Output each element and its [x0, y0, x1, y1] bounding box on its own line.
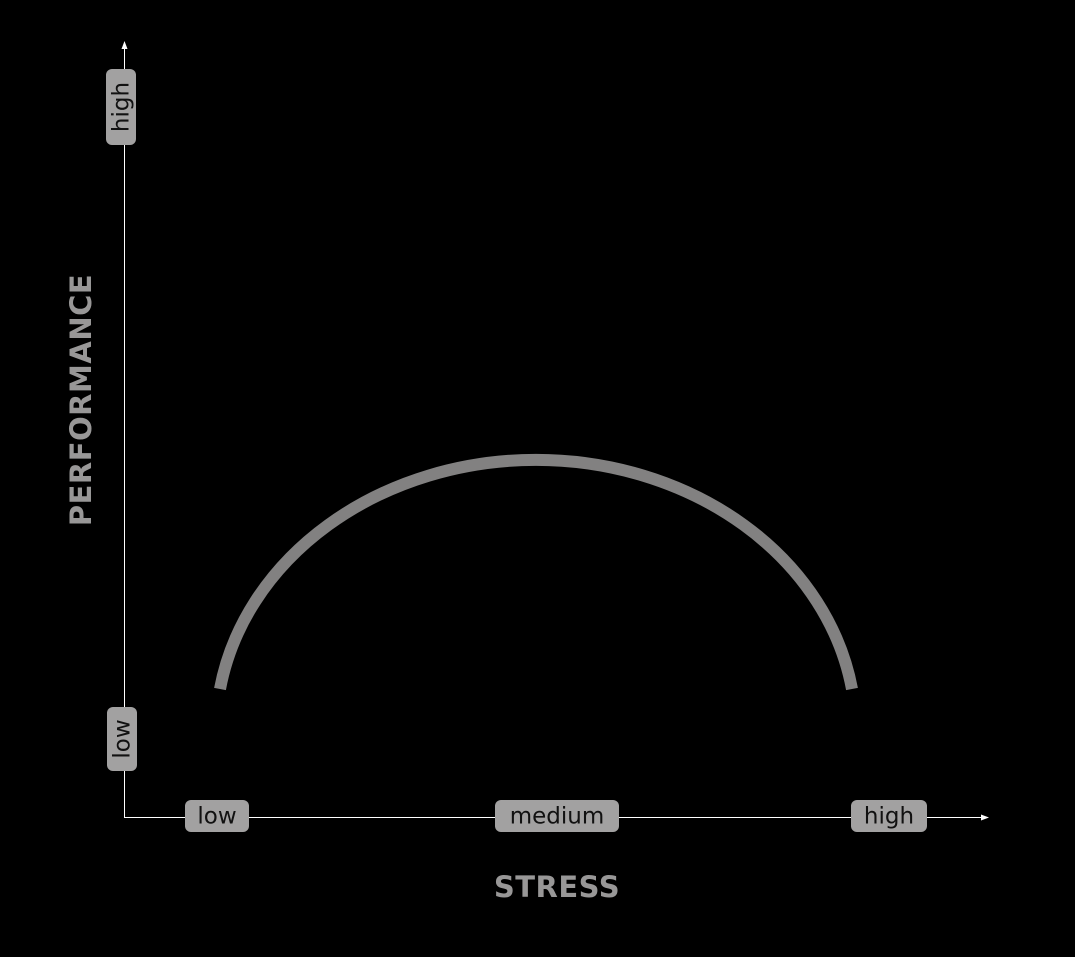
- x-tick-high-label: high: [864, 804, 914, 830]
- y-axis-title: PERFORMANCE: [64, 274, 98, 526]
- x-tick-low-label: low: [197, 804, 236, 830]
- y-tick-low: low: [107, 707, 137, 771]
- x-tick-high-pill: [851, 800, 927, 832]
- x-tick-medium: medium: [495, 800, 619, 832]
- performance-curve: [214, 453, 858, 691]
- y-tick-low-pill: [107, 707, 137, 771]
- x-tick-low-pill: [185, 800, 249, 832]
- y-tick-high-pill: [106, 69, 136, 145]
- y-tick-high-label: high: [109, 82, 135, 132]
- y-tick-high: high: [106, 69, 136, 145]
- x-tick-low: low: [185, 800, 249, 832]
- x-axis-arrowhead: [981, 814, 989, 821]
- y-tick-low-label: low: [110, 719, 136, 758]
- x-tick-medium-pill: [495, 800, 619, 832]
- x-tick-high: high: [851, 800, 927, 832]
- x-tick-medium-label: medium: [510, 804, 605, 830]
- y-axis-arrowhead: [121, 41, 128, 49]
- x-axis-title: STRESS: [494, 870, 620, 904]
